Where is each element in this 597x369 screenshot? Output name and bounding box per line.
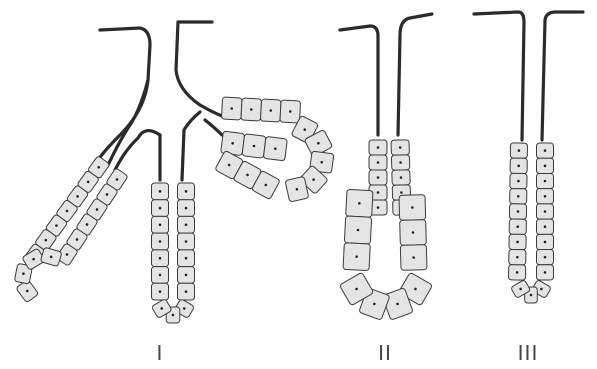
cell-nucleus: [544, 165, 547, 168]
gland-cell: [537, 250, 554, 265]
cell-nucleus: [544, 271, 547, 274]
gland-cell: [537, 173, 554, 188]
cell-nucleus: [159, 240, 162, 243]
gland-cell: [537, 234, 554, 249]
cell-nucleus: [544, 180, 547, 183]
gland-label-compound: I: [157, 341, 164, 365]
duct-branch-mid-right: [182, 112, 200, 180]
gland-cell: [178, 250, 195, 267]
cell-nucleus: [185, 223, 188, 226]
cell-nucleus: [530, 294, 533, 297]
cell-nucleus: [544, 149, 547, 152]
cell-nucleus: [172, 314, 175, 317]
cell-nucleus: [544, 256, 547, 259]
duct-tubular-right: [542, 12, 583, 140]
cell-nucleus: [185, 240, 188, 243]
gland-cell: [346, 189, 373, 217]
cell-nucleus: [377, 191, 380, 194]
cell-nucleus: [159, 190, 162, 193]
cell-nucleus: [185, 190, 188, 193]
gland-cell: [369, 140, 387, 155]
gland-cell: [537, 158, 554, 173]
gland-cell: [537, 265, 554, 280]
gland-cell: [242, 134, 266, 158]
gland-cell: [369, 155, 387, 170]
cell-nucleus: [544, 210, 547, 213]
cell-nucleus: [159, 290, 162, 293]
gland-cell: [537, 189, 554, 204]
cell-nucleus: [377, 206, 380, 209]
cell-nucleus: [185, 274, 188, 277]
gland-cell: [152, 250, 169, 267]
gland-cell: [392, 170, 410, 185]
gland-cell: [241, 98, 262, 121]
gland-cell: [178, 183, 195, 200]
duct-saccular-right: [398, 14, 432, 135]
gland-cell: [178, 283, 195, 300]
gland-cell: [152, 267, 169, 284]
duct-saccular-left: [340, 26, 378, 135]
gland-cell: [178, 233, 195, 250]
gland-cell: [40, 247, 62, 267]
cell-nucleus: [185, 257, 188, 260]
gland-cell: [280, 100, 301, 123]
gland-cell: [400, 220, 427, 246]
cell-nucleus: [544, 241, 547, 244]
gland-cell: [152, 183, 169, 200]
gland-cell: [285, 176, 309, 202]
gland-cell: [343, 243, 370, 271]
gland-cell: [152, 233, 169, 250]
gland-cell: [391, 140, 409, 155]
gland-cell: [509, 219, 526, 234]
gland-cell: [152, 283, 169, 300]
gland-cell: [369, 170, 387, 185]
gland-label-simple-saccular: II: [378, 341, 392, 365]
cell-nucleus: [159, 207, 162, 210]
gland-cell: [391, 155, 409, 170]
cell-nucleus: [544, 195, 547, 198]
gland-cell: [510, 158, 527, 173]
gland-cell: [221, 97, 242, 120]
gland-cell: [263, 136, 287, 160]
gland-cell: [399, 195, 426, 221]
gland-cell: [509, 249, 526, 264]
cell-nucleus: [377, 176, 380, 179]
gland-cell: [400, 245, 427, 271]
duct-branch-right: [205, 120, 222, 135]
gland-cell: [152, 200, 169, 217]
gland-cell: [510, 143, 527, 158]
gland-cell: [509, 265, 526, 280]
gland-cell: [344, 216, 371, 244]
gland-cell: [510, 189, 527, 204]
cell-nucleus: [159, 257, 162, 260]
gland-cell: [260, 99, 281, 122]
gland-cell: [509, 204, 526, 219]
gland-cell: [178, 267, 195, 284]
cell-nucleus: [159, 223, 162, 226]
cell-nucleus: [185, 290, 188, 293]
cell-nucleus: [159, 274, 162, 277]
gland-cell: [537, 204, 554, 219]
cell-nucleus: [377, 161, 380, 164]
gland-cell: [178, 216, 195, 233]
gland-cell: [510, 173, 527, 188]
duct-branch: [130, 80, 148, 125]
gland-cell: [152, 216, 169, 233]
gland-cell: [178, 200, 195, 217]
gland-cell: [509, 234, 526, 249]
cell-nucleus: [185, 207, 188, 210]
gland-cell: [537, 219, 554, 234]
cell-nucleus: [544, 225, 547, 228]
duct-main-right: [176, 22, 222, 116]
gland-cell: [537, 143, 554, 158]
duct-tubular-left: [474, 12, 524, 140]
cell-nucleus: [377, 146, 380, 149]
gland-label-simple-tubular: III: [518, 341, 539, 365]
duct-main-left: [98, 28, 150, 160]
